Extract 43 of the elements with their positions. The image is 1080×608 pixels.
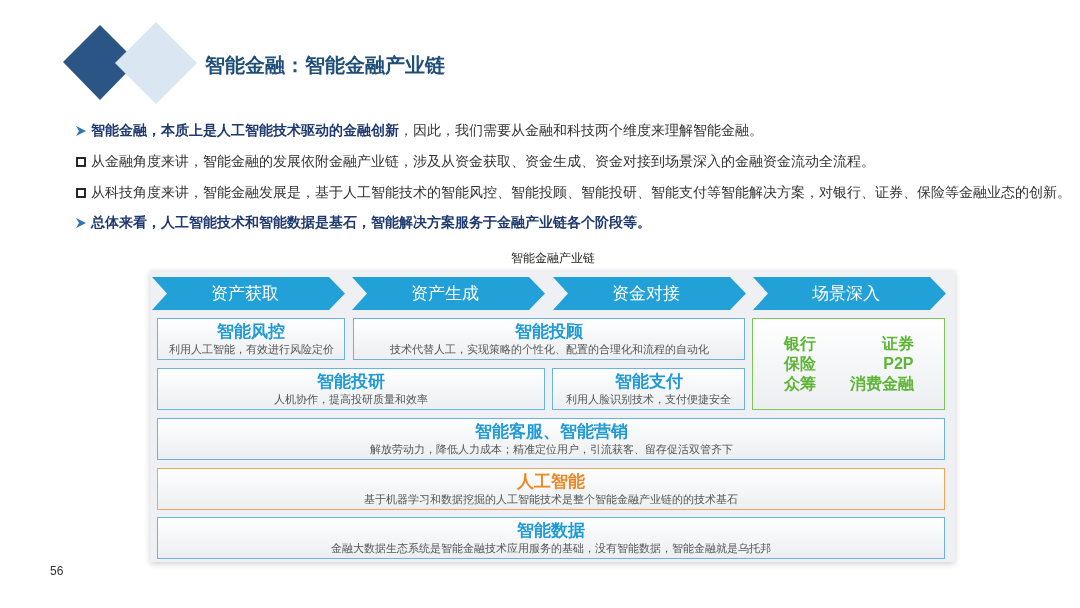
bullet-text: 智能金融，本质上是人工智能技术驱动的金融创新，因此，我们需要从金融和科技两个维度来理解智能金融。 xyxy=(91,122,763,140)
info-box xyxy=(157,517,945,559)
process-step xyxy=(152,277,345,310)
box-title: 智能支付 xyxy=(614,372,683,392)
box-description: 基于机器学习和数据挖掘的人工智能技术是整个智能金融产业链的的技术基石 xyxy=(364,492,738,506)
info-box xyxy=(157,318,345,360)
info-box xyxy=(353,318,745,360)
bullet-text: 从金融角度来讲，智能金融的发展依附金融产业链，涉及从资金获取、资金生成、资金对接到场景深入的金融资金流动全流程。 xyxy=(91,153,875,171)
step-label: 场景深入 xyxy=(811,283,881,305)
box-description: 人机协作，提高投研质量和效率 xyxy=(274,392,428,406)
diagram-heading: 智能金融产业链 xyxy=(509,250,596,267)
bullet-text: 总体来看，人工智能技术和智能数据是基石，智能解决方案服务于金融产业链各个阶段等。 xyxy=(91,214,651,232)
info-box xyxy=(157,418,945,460)
slide-title: 智能金融：智能金融产业链 xyxy=(205,53,445,78)
box-title: 智能数据 xyxy=(517,521,585,541)
box-description: 解放劳动力，降低人力成本；精准定位用户，引流获客、留存促活双管齐下 xyxy=(369,442,733,456)
box-title: 智能风控 xyxy=(217,322,285,342)
page-number: 56 xyxy=(50,564,64,578)
info-box xyxy=(752,318,945,410)
process-step xyxy=(753,277,946,310)
sector-label: 众筹 xyxy=(783,374,816,394)
info-box xyxy=(157,368,545,410)
info-box xyxy=(552,368,745,410)
sector-label: 保险 xyxy=(783,354,816,374)
info-box xyxy=(157,468,945,510)
sector-label: 消费金融 xyxy=(849,374,914,394)
bullet-text: 从科技角度来讲，智能金融发展是，基于人工智能技术的智能风控、智能投顾、智能投研、智能支付等智能解决方案，对银行、证券、保险等金融业态的创新。 xyxy=(91,184,1071,202)
box-title: 智能客服、智能营销 xyxy=(474,422,628,442)
sector-label: 银行 xyxy=(783,334,816,354)
step-label: 资金对接 xyxy=(611,283,681,305)
step-label: 资产获取 xyxy=(210,283,280,305)
process-step xyxy=(352,277,545,310)
box-title: 智能投研 xyxy=(317,372,385,392)
sector-label: 证券 xyxy=(880,334,914,354)
sector-label: P2P xyxy=(882,354,914,374)
box-description: 利用人脸识别技术，支付便捷安全 xyxy=(566,392,731,406)
step-label: 资产生成 xyxy=(410,283,480,305)
box-title: 智能投顾 xyxy=(515,322,583,342)
box-description: 利用人工智能，有效进行风险定价 xyxy=(168,342,334,356)
box-description: 金融大数据生态系统是智能金融技术应用服务的基础，没有智能数据，智能金融就是乌托邦 xyxy=(331,541,771,555)
box-title: 人工智能 xyxy=(517,472,585,492)
box-description: 技术代替人工，实现策略的个性化、配置的合理化和流程的自动化 xyxy=(389,342,709,356)
process-step xyxy=(553,277,746,310)
